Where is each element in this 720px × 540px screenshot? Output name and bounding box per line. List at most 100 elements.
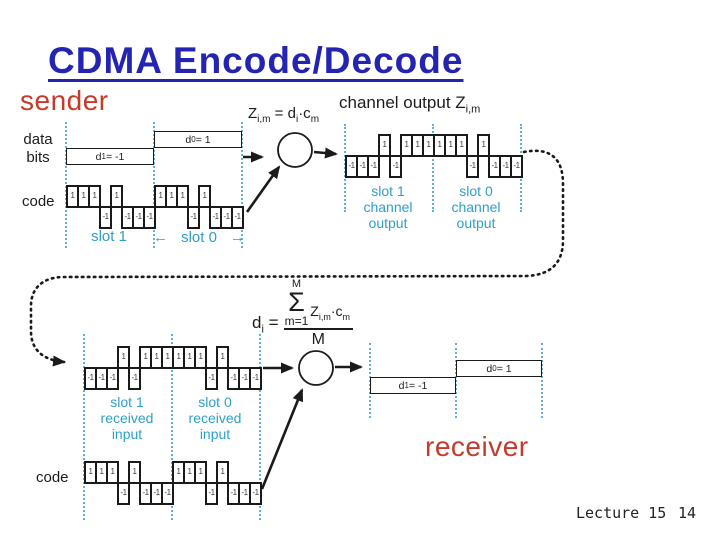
channel-slot1-caption: slot 1 channel output [344, 183, 432, 231]
chip-high: 1 [128, 461, 141, 484]
decode-d-equals: di = [252, 313, 279, 335]
receiver-slot1-caption-line2: received [100, 410, 154, 426]
sum-lower-limit: m=1 [284, 314, 309, 328]
right-arrow-glyph: → [229, 229, 245, 246]
decode-formula: di = M Σ m=1 Zi,m·cm M [252, 279, 353, 349]
chip-low: -1 [205, 367, 218, 390]
data-bits-label-line2: bits [26, 149, 50, 166]
chip-low: -1 [227, 482, 240, 505]
decode-denominator: M [311, 331, 325, 348]
encode-dot-c: ·c [298, 105, 311, 122]
channel-slot1-caption-line2: channel [363, 199, 413, 215]
chip-low: -1 [99, 206, 112, 229]
channel-slot0-caption-line3: output [456, 215, 496, 231]
chip-low: -1 [117, 482, 130, 505]
receiver-slot-line-left [83, 334, 85, 520]
channel-slot0-caption-line2: channel [451, 199, 501, 215]
data-bits-label-line1: data [23, 131, 53, 148]
chip-low: -1 [106, 367, 119, 390]
receiver-slot1-caption: slot 1 received input [83, 394, 171, 442]
sender-d0-value: = 1 [195, 133, 211, 146]
chip-high: 1 [194, 346, 207, 369]
receiver-label: receiver [425, 431, 529, 462]
receiver-slot0-caption: slot 0 received input [171, 394, 259, 442]
channel-slot0-caption: slot 0 channel output [432, 183, 520, 231]
data-bits-label: data bits [12, 131, 64, 167]
encode-equals-d: = d [270, 105, 296, 122]
channel-heading-text: channel output Z [339, 93, 466, 112]
encode-d-subscript: i [295, 114, 299, 125]
sender-label: sender [20, 85, 109, 116]
sender-code-arrow [245, 165, 281, 213]
channel-heading-subscript: i,m [465, 103, 481, 116]
encode-formula: Zi,m = di·cm [248, 105, 319, 125]
receiver-slot0-caption-line3: input [199, 426, 231, 442]
footer-page-number: 14 [678, 504, 697, 522]
chip-high: 1 [176, 185, 189, 208]
chip-high: 1 [110, 185, 123, 208]
receiver-d0-value: = 1 [496, 362, 512, 375]
chip-low: -1 [95, 367, 108, 390]
sender-d1-value: = -1 [105, 150, 125, 163]
receiver-slot0-caption-line2: received [188, 410, 242, 426]
chip-high: 1 [216, 461, 229, 484]
chip-high: 1 [194, 461, 207, 484]
receiver-slot-line-right [259, 334, 261, 520]
receiver-multiplier-circle [298, 350, 334, 386]
sigma-icon: Σ [288, 287, 305, 317]
receiver-d0-symbol: d [486, 362, 493, 375]
channel-slot1-caption-line3: output [368, 215, 408, 231]
chip-high: 1 [117, 346, 130, 369]
chip-high: 1 [198, 185, 211, 208]
sender-slot0-label: ← slot 0 → [153, 229, 245, 246]
slide-title: CDMA Encode/Decode [48, 40, 464, 81]
chip-low: -1 [231, 206, 244, 229]
decode-fraction: M Σ m=1 Zi,m·cm M [283, 279, 353, 349]
chip-low: -1 [249, 367, 262, 390]
output-slot-line-right [541, 343, 543, 418]
chip-low: -1 [466, 155, 479, 178]
encode-z: Z [248, 105, 258, 122]
chip-low: -1 [187, 206, 200, 229]
receiver-code-label: code [36, 469, 69, 486]
chip-high: 1 [455, 134, 468, 157]
sender-multiplier-circle [277, 132, 313, 168]
channel-slot1-caption-line1: slot 1 [371, 183, 405, 199]
channel-slot0-caption-line1: slot 0 [459, 183, 493, 199]
receiver-d1-symbol: d [398, 379, 405, 392]
chip-high: 1 [88, 185, 101, 208]
channel-output-heading: channel output Zi,m [339, 93, 481, 116]
receiver-slot0-caption-line1: slot 0 [198, 394, 232, 410]
decode-z-subscript: i,m [318, 311, 331, 322]
sender-slot0-text: slot 0 [181, 229, 217, 246]
receiver-slot-line-mid [171, 334, 173, 520]
decode-dot-c: ·c [330, 303, 343, 319]
chip-high: 1 [216, 346, 229, 369]
chip-low: -1 [205, 482, 218, 505]
decode-c-subscript: m [342, 311, 351, 322]
decode-z: Z [310, 303, 319, 319]
sender-code-label: code [22, 193, 55, 210]
summation-symbol: M Σ m=1 [285, 279, 309, 328]
sender-output-arrow [313, 147, 338, 159]
chip-low: -1 [389, 155, 402, 178]
receiver-d1-value: = -1 [408, 379, 428, 392]
chip-low: -1 [249, 482, 262, 505]
decode-summand: Zi,m·cm [310, 303, 351, 322]
chip-low: -1 [143, 206, 156, 229]
sender-slot1-label: slot 1 [91, 228, 127, 245]
chip-high: 1 [378, 134, 391, 157]
output-slot-line-mid [455, 343, 457, 418]
footer-lecture: Lecture 15 [576, 504, 667, 522]
receiver-slot1-caption-line3: input [111, 426, 143, 442]
receiver-slot1-caption-line1: slot 1 [110, 394, 144, 410]
decode-numerator: M Σ m=1 Zi,m·cm [283, 279, 353, 330]
